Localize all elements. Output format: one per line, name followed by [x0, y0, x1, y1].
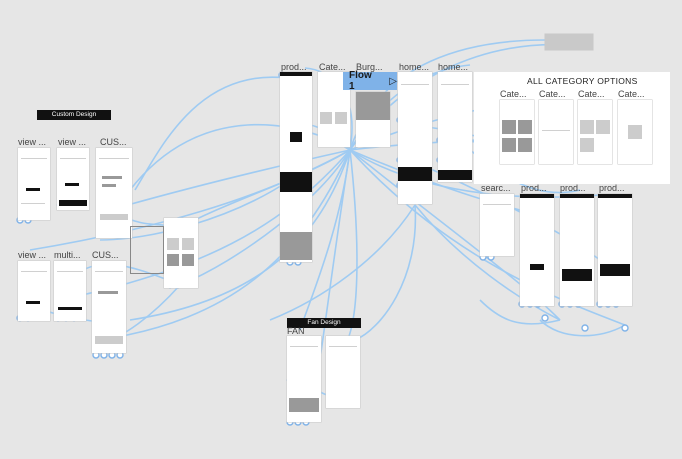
- artboard-title-searc[interactable]: searc...: [481, 183, 511, 193]
- artboard-title-cate2[interactable]: Cate...: [500, 89, 527, 99]
- artboard-title-home2[interactable]: home...: [438, 62, 469, 72]
- play-icon[interactable]: ▷: [389, 75, 397, 87]
- artboard-view2[interactable]: [57, 148, 89, 210]
- artboard-cate2[interactable]: [500, 100, 534, 164]
- artboard-title-cate5[interactable]: Cate...: [618, 89, 645, 99]
- artboard-title-multi[interactable]: multi...: [54, 250, 81, 260]
- artboard-view3[interactable]: [18, 261, 50, 321]
- artboard-home1[interactable]: [398, 72, 432, 204]
- artboard-fan[interactable]: [287, 336, 321, 422]
- artboard-home2[interactable]: [438, 72, 472, 182]
- artboard-title-cate1[interactable]: Cate...: [319, 62, 346, 72]
- artboard-title-view1[interactable]: view ...: [18, 137, 47, 147]
- artboard-title-cus1[interactable]: CUS...: [100, 137, 127, 147]
- artboard-title-view2[interactable]: view ...: [58, 137, 87, 147]
- artboard-mini[interactable]: [545, 34, 593, 50]
- fan-design-label: Fan Design: [287, 318, 361, 328]
- artboard-prod4[interactable]: [598, 194, 632, 306]
- artboard-title-view3[interactable]: view ...: [18, 250, 47, 260]
- artboard-prod1[interactable]: [280, 72, 312, 262]
- artboard-title-cus2[interactable]: CUS...: [92, 250, 119, 260]
- artboard-prod2[interactable]: [520, 194, 554, 306]
- artboard-cate4[interactable]: [578, 100, 612, 164]
- flow-label: Flow 1: [349, 70, 372, 92]
- artboard-cate5[interactable]: [618, 100, 652, 164]
- artboard-multi[interactable]: [54, 261, 86, 321]
- artboard-cate1[interactable]: [318, 72, 350, 147]
- flow-start-chip[interactable]: Flow 1 ▷: [343, 70, 397, 92]
- artboard-cus2[interactable]: [92, 261, 126, 353]
- custom-design-label: Custom Design: [37, 110, 111, 120]
- artboard-prod3[interactable]: [560, 194, 594, 306]
- artboard-title-cate4[interactable]: Cate...: [578, 89, 605, 99]
- artboard-title-prod2[interactable]: prod...: [521, 183, 547, 193]
- artboard-title-burg[interactable]: Burg...: [356, 62, 383, 72]
- artboard-title-prod4[interactable]: prod...: [599, 183, 625, 193]
- artboard-title-home1[interactable]: home...: [399, 62, 430, 72]
- artboard-searc[interactable]: [480, 194, 514, 256]
- artboard-title-fan[interactable]: FAN: [287, 326, 305, 336]
- artboard-cate3[interactable]: [539, 100, 573, 164]
- artboard-grid-small[interactable]: [164, 218, 198, 288]
- all-category-title: ALL CATEGORY OPTIONS: [527, 76, 638, 86]
- artboard-view1[interactable]: [18, 148, 50, 220]
- artboard-burg[interactable]: [356, 92, 390, 147]
- artboard-title-prod3[interactable]: prod...: [560, 183, 586, 193]
- artboard-cus1[interactable]: [96, 148, 132, 238]
- selection-frame: [130, 226, 164, 274]
- artboard-title-cate3[interactable]: Cate...: [539, 89, 566, 99]
- artboard-title-prod1[interactable]: prod...: [281, 62, 307, 72]
- artboard-fan-2[interactable]: [326, 336, 360, 408]
